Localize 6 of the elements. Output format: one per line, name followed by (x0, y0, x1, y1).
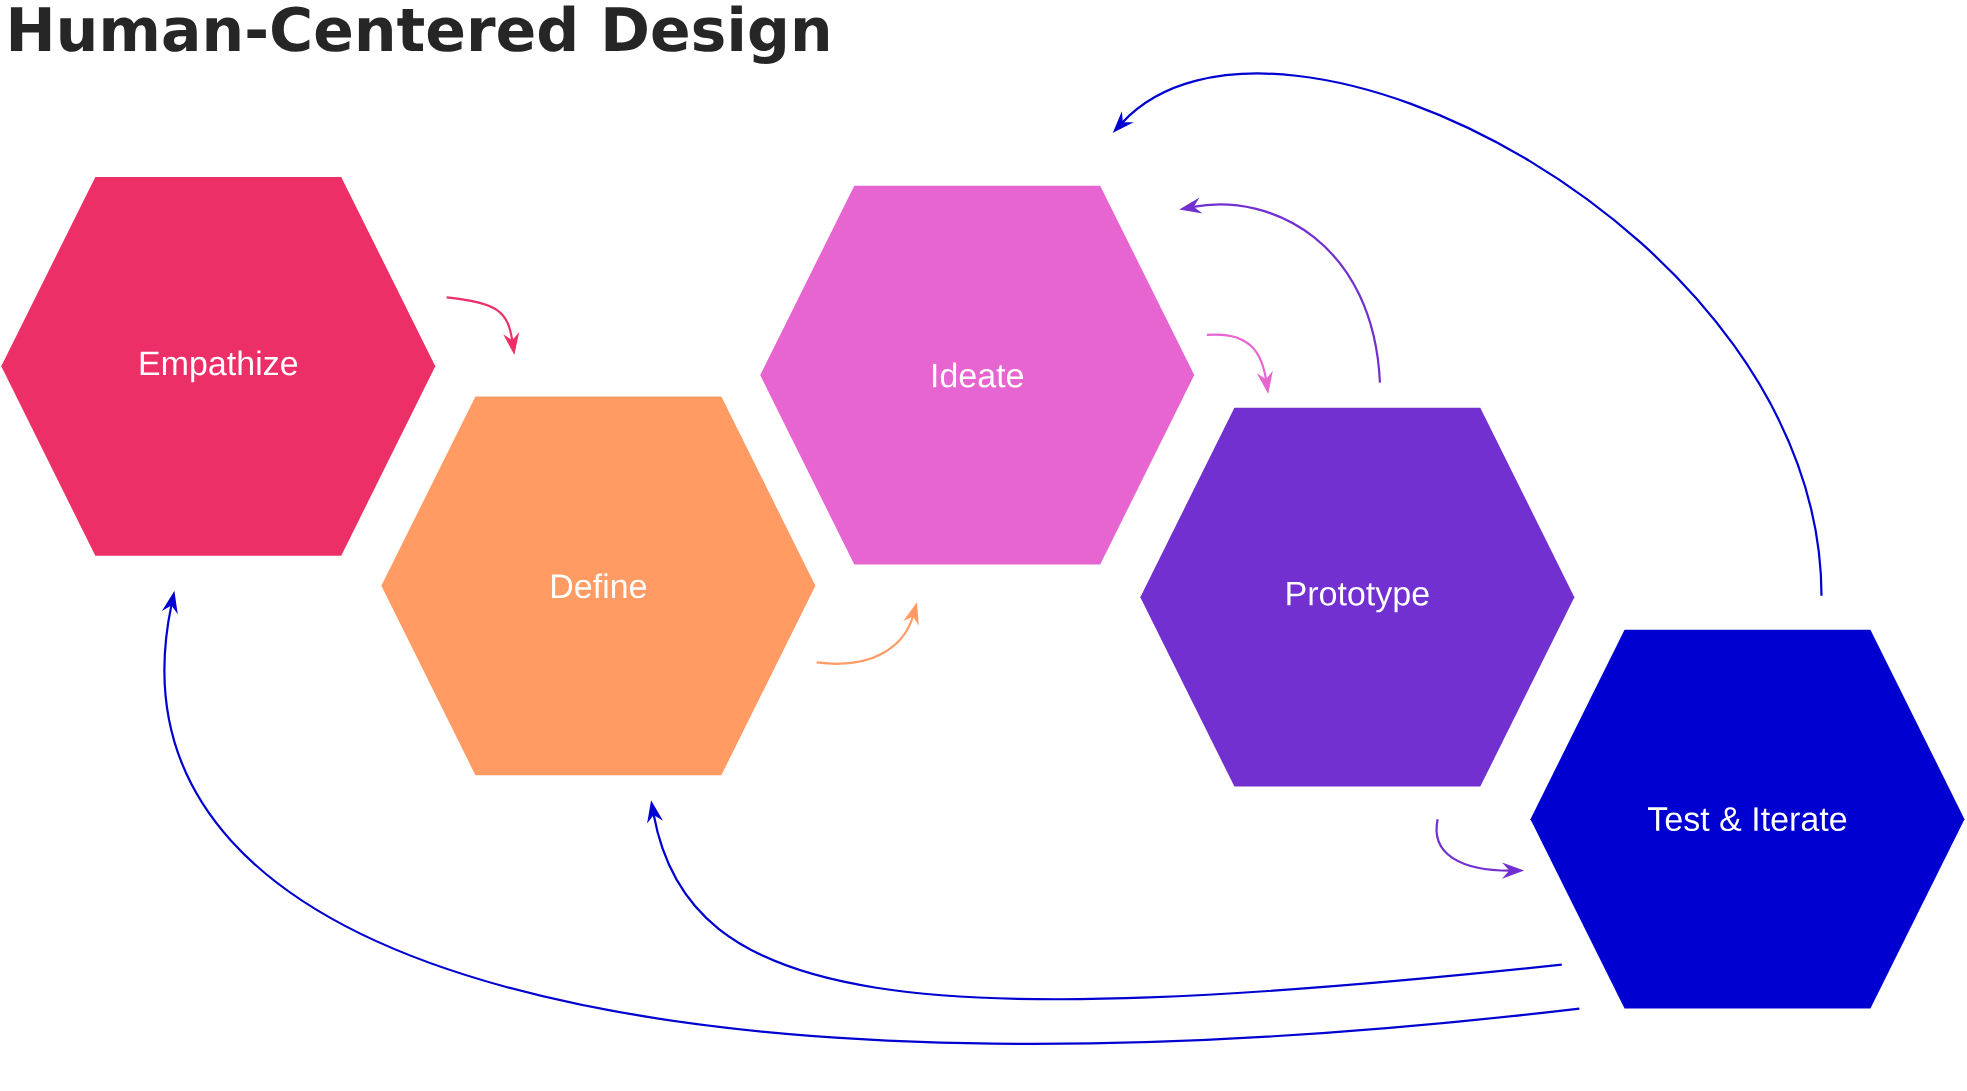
hexagon: Test & Iterate (1530, 629, 1965, 1009)
hexagon: Prototype (1140, 407, 1575, 787)
hexagon: Ideate (760, 185, 1195, 565)
hexagon: Empathize (1, 176, 436, 556)
hexagon: Define (381, 396, 816, 776)
title: Human-Centered Design (10, 5, 828, 64)
